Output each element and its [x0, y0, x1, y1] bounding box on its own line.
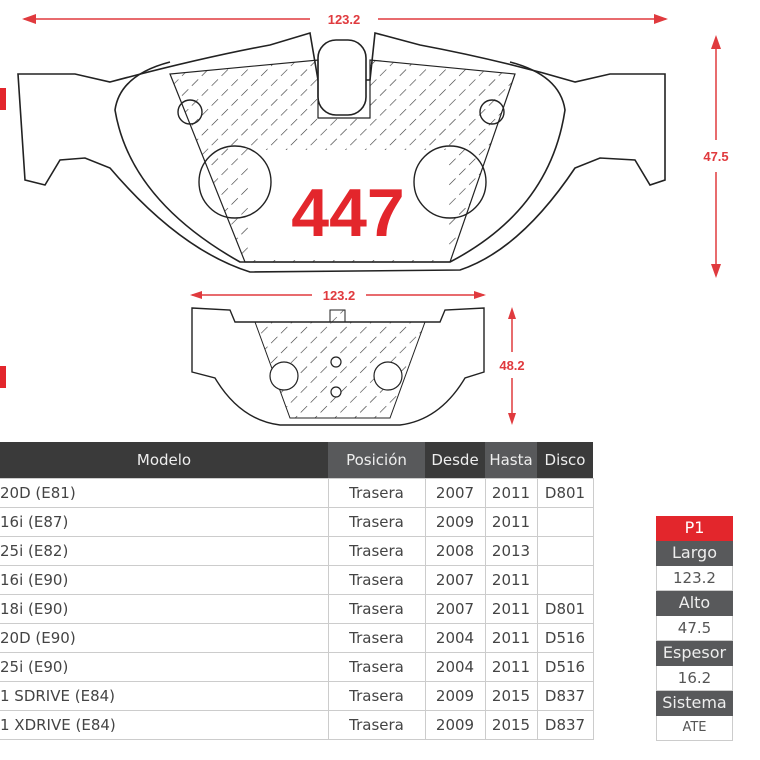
cell-modelo: 1 SDRIVE (E84) [0, 681, 329, 711]
part-number: 447 [291, 175, 404, 251]
cell-modelo: 1 XDRIVE (E84) [0, 710, 329, 740]
header-desde: Desde [425, 442, 485, 479]
espesor-value: 16.2 [656, 666, 733, 691]
cell-desde: 2009 [424, 507, 486, 537]
cell-desde: 2007 [424, 594, 486, 624]
cell-hasta: 2011 [484, 623, 538, 653]
cell-hasta: 2015 [484, 710, 538, 740]
header-disco: Disco [537, 442, 593, 479]
largo-value: 123.2 [656, 566, 733, 591]
cell-posicion: Trasera [327, 710, 426, 740]
cell-hasta: 2011 [484, 594, 538, 624]
spec-code: P1 [656, 516, 733, 541]
table-header: Modelo Posición Desde Hasta Disco [0, 442, 593, 479]
bottom-pad-outline [191, 307, 485, 426]
svg-text:48.2: 48.2 [499, 358, 524, 373]
cell-posicion: Trasera [327, 681, 426, 711]
cell-desde: 2008 [424, 536, 486, 566]
header-hasta: Hasta [485, 442, 537, 479]
top-width-dimension: 123.2 [22, 12, 668, 27]
espesor-label: Espesor [656, 641, 733, 666]
cell-posicion: Trasera [327, 652, 426, 682]
cell-desde: 2007 [424, 478, 486, 508]
bottom-pad-holes [269, 356, 403, 398]
cell-disco: D516 [536, 623, 594, 653]
cell-modelo: 18i (E90) [0, 594, 329, 624]
cell-modelo: 25i (E82) [0, 536, 329, 566]
bottom-width-dimension: 123.2 [190, 288, 486, 303]
cell-modelo: 20D (E81) [0, 478, 329, 508]
spec-box: P1 Largo 123.2 Alto 47.5 Espesor 16.2 Si… [656, 516, 733, 741]
red-marker [0, 88, 6, 110]
svg-text:47.5: 47.5 [703, 149, 728, 164]
bottom-height-dimension: 48.2 [499, 307, 525, 425]
cell-hasta: 2011 [484, 565, 538, 595]
cell-posicion: Trasera [327, 478, 426, 508]
red-marker [0, 366, 6, 388]
alto-value: 47.5 [656, 616, 733, 641]
largo-label: Largo [656, 541, 733, 566]
header-posicion: Posición [328, 442, 425, 479]
sistema-value: ATE [656, 716, 733, 741]
cell-hasta: 2011 [484, 507, 538, 537]
cell-desde: 2004 [424, 623, 486, 653]
cell-disco [536, 507, 594, 537]
cell-hasta: 2011 [484, 478, 538, 508]
cell-modelo: 20D (E90) [0, 623, 329, 653]
cell-hasta: 2013 [484, 536, 538, 566]
sistema-label: Sistema [656, 691, 733, 716]
cell-modelo: 25i (E90) [0, 652, 329, 682]
cell-posicion: Trasera [327, 507, 426, 537]
cell-disco [536, 536, 594, 566]
cell-desde: 2009 [424, 681, 486, 711]
cell-desde: 2004 [424, 652, 486, 682]
svg-text:123.2: 123.2 [328, 12, 361, 27]
brake-pad-drawing: 123.2 47.5 447 123.2 48.2 [0, 12, 729, 426]
application-table: Modelo Posición Desde Hasta Disco 20D (E… [0, 442, 594, 740]
cell-hasta: 2011 [484, 652, 538, 682]
cell-posicion: Trasera [327, 594, 426, 624]
cell-desde: 2007 [424, 565, 486, 595]
cell-hasta: 2015 [484, 681, 538, 711]
cell-modelo: 16i (E87) [0, 507, 329, 537]
cell-disco: D801 [536, 478, 594, 508]
cell-disco: D837 [536, 710, 594, 740]
cell-disco: D837 [536, 681, 594, 711]
cell-modelo: 16i (E90) [0, 565, 329, 595]
cell-disco: D801 [536, 594, 594, 624]
svg-text:123.2: 123.2 [323, 288, 356, 303]
cell-posicion: Trasera [327, 565, 426, 595]
pad-holes [177, 99, 505, 219]
cell-disco [536, 565, 594, 595]
header-modelo: Modelo [0, 442, 328, 479]
cell-disco: D516 [536, 652, 594, 682]
top-height-dimension: 47.5 [703, 35, 729, 278]
alto-label: Alto [656, 591, 733, 616]
cell-desde: 2009 [424, 710, 486, 740]
cell-posicion: Trasera [327, 536, 426, 566]
cell-posicion: Trasera [327, 623, 426, 653]
